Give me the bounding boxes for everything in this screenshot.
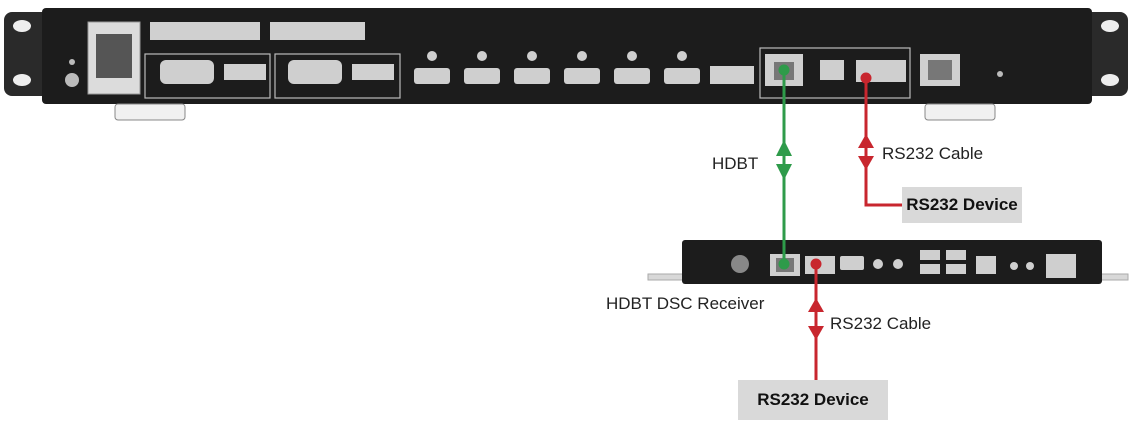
hdbt-label: HDBT <box>712 154 759 173</box>
relay-out-terminal <box>270 22 365 40</box>
hdmi-ports <box>414 51 700 84</box>
contact-in-terminal <box>150 22 260 40</box>
vga-in-1-port <box>160 60 214 84</box>
ground-screw <box>65 73 79 87</box>
rs232-device-box-bottom: RS232 Device <box>738 380 888 420</box>
hdbt-dsc-receiver-unit <box>647 240 1129 284</box>
vga-in-2-port <box>288 60 342 84</box>
matrix-switcher <box>4 8 1128 121</box>
rs232-cable-bottom <box>808 258 824 382</box>
usb-host-port <box>820 60 844 80</box>
reset-button <box>997 71 1003 77</box>
rs232-device-box-top: RS232 Device <box>902 187 1022 223</box>
hdbt-cable <box>776 64 792 270</box>
rs232-cable-label-top: RS232 Cable <box>882 144 984 163</box>
rs232-cable-label-bottom: RS232 Cable <box>830 314 932 333</box>
receiver-label: HDBT DSC Receiver <box>606 294 765 313</box>
rs232-cable-top <box>858 72 905 207</box>
